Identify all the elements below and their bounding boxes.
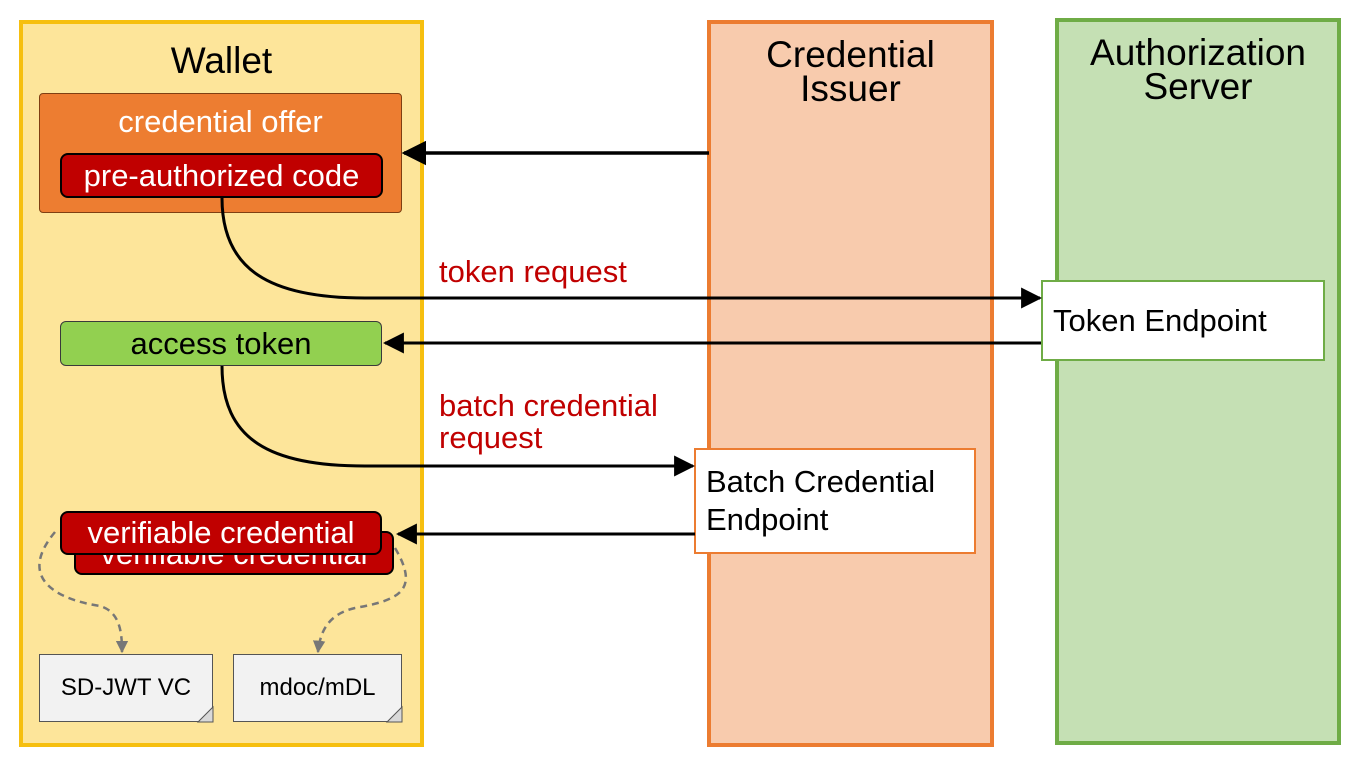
credential-issuer-lane-title: Credential Issuer bbox=[766, 34, 935, 109]
mdoc-mdl-document: mdoc/mDL bbox=[233, 654, 402, 722]
pre-authorized-code-badge: pre-authorized code bbox=[60, 153, 383, 198]
sd-jwt-vc-document: SD-JWT VC bbox=[39, 654, 213, 722]
sd-jwt-fold bbox=[196, 705, 214, 723]
token-request-label: token request bbox=[439, 254, 627, 289]
authorization-server-lane: Authorization Server bbox=[1055, 18, 1341, 745]
token-endpoint: Token Endpoint bbox=[1041, 280, 1325, 361]
credential-issuer-lane: Credential Issuer bbox=[707, 20, 994, 747]
authorization-server-lane-title: Authorization Server bbox=[1090, 32, 1306, 107]
sd-jwt-dashed-arrow bbox=[38, 531, 129, 654]
batch-credential-endpoint: Batch Credential Endpoint bbox=[694, 448, 976, 554]
credential-offer-label: credential offer bbox=[118, 104, 323, 139]
batch-request-curve bbox=[220, 365, 366, 468]
batch-credential-request-label: batch credential request bbox=[439, 388, 658, 455]
mdoc-fold bbox=[385, 705, 403, 723]
access-token-badge: access token bbox=[60, 321, 382, 366]
mdoc-dashed-arrow bbox=[312, 547, 408, 654]
token-request-curve bbox=[220, 197, 366, 300]
wallet-lane-title: Wallet bbox=[170, 40, 273, 81]
verifiable-credential: verifiable credential bbox=[60, 511, 382, 555]
